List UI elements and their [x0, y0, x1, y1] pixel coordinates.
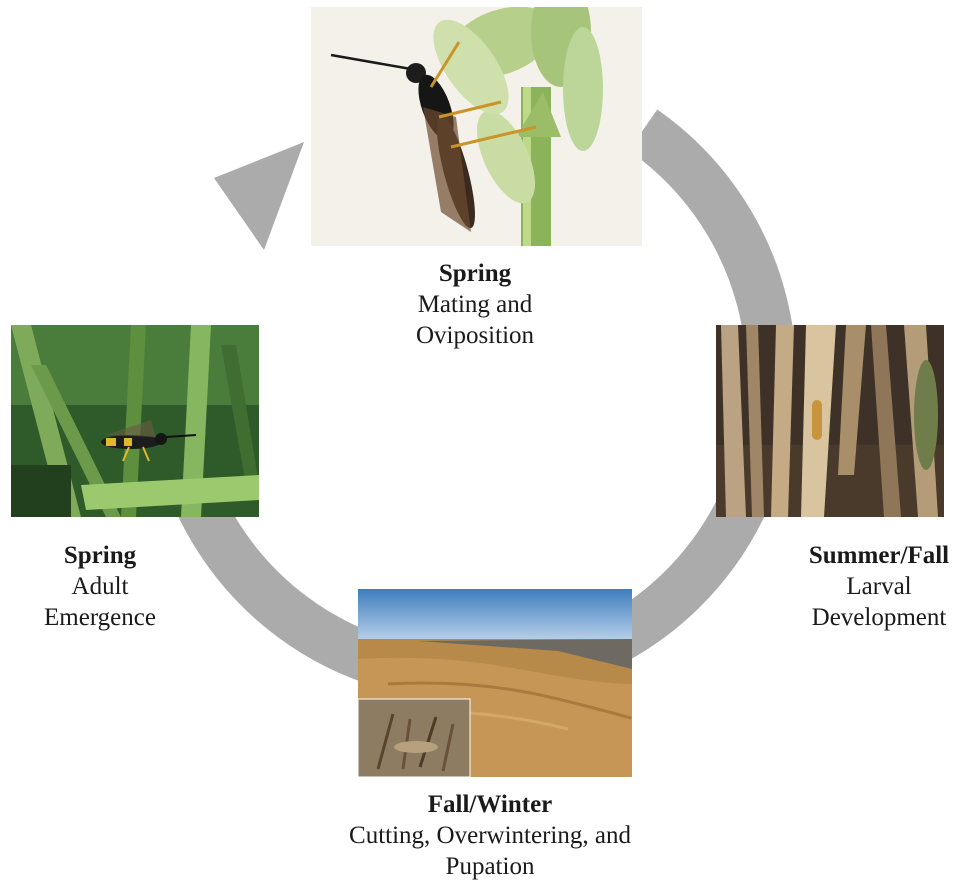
photo-cutting-overwintering — [358, 589, 632, 777]
stage-description: Larval Development — [809, 571, 949, 633]
stage-label-cutting: Fall/Winter Cutting, Overwintering, and … — [300, 789, 680, 882]
stage-label-larval: Summer/Fall Larval Development — [790, 540, 968, 633]
stage-description: Mating and Oviposition — [400, 289, 550, 351]
cycle-arrowhead — [214, 142, 304, 250]
harvested-field-image — [358, 589, 632, 777]
photo-mating-oviposition — [311, 7, 642, 246]
stage-season: Summer/Fall — [790, 540, 968, 571]
dry-stem-larva-image — [716, 325, 944, 517]
wheat-head-wasp-image — [311, 7, 642, 246]
stage-label-mating: Spring Mating and Oviposition — [350, 258, 600, 351]
stage-description: Cutting, Overwintering, and Pupation — [310, 820, 670, 882]
photo-adult-emergence — [11, 325, 259, 517]
photo-larval-development — [716, 325, 944, 517]
stage-label-emergence: Spring Adult Emergence — [20, 540, 180, 633]
stage-description: Adult Emergence — [30, 571, 170, 633]
stage-season: Spring — [350, 258, 600, 289]
stage-season: Spring — [20, 540, 180, 571]
wasp-on-grass-image — [11, 325, 259, 517]
stage-season: Fall/Winter — [300, 789, 680, 820]
